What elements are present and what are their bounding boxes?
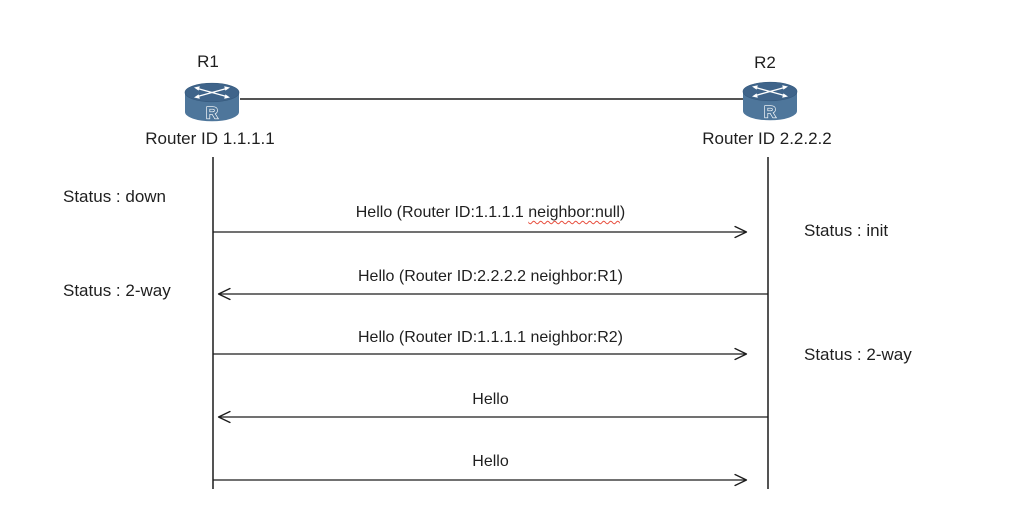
message-1-text-after: ) (619, 204, 626, 221)
message-arrow-3-right (213, 347, 748, 361)
r2-status-2way: Status : 2-way (804, 345, 912, 364)
message-label-1: Hello (Router ID:1.1.1.1 neighbor:null) (213, 202, 768, 224)
r1-status-down: Status : down (63, 187, 167, 206)
message-arrow-5-right (213, 473, 748, 487)
message-label-5: Hello (472, 453, 509, 470)
router2-id-caption: Router ID 2.2.2.2 (702, 129, 832, 148)
r2-status-init: Status : init (804, 221, 889, 240)
message-arrow-4-left (217, 410, 768, 424)
router-letter: R (206, 104, 218, 123)
message-1-text-before: Hello (Router ID:1.1.1.1 (355, 204, 529, 221)
router2-name: R2 (754, 53, 776, 72)
r1-status-2way: Status : 2-way (63, 281, 171, 300)
router1-icon: R (184, 82, 240, 123)
message-arrow-2-left (217, 287, 768, 301)
router2-icon: R (742, 81, 798, 122)
router-traffic-arrows-icon (194, 86, 230, 99)
router1-name: R1 (197, 52, 219, 71)
message-label-2: Hello (Router ID:2.2.2.2 neighbor:R1) (357, 268, 624, 285)
message-arrow-1-right (213, 225, 748, 239)
message-label-4: Hello (472, 391, 509, 408)
message-1-text-spellcheck-flagged: neighbor:null (528, 204, 620, 221)
router-traffic-arrows-icon (752, 85, 788, 98)
router1-id-caption: Router ID 1.1.1.1 (145, 129, 275, 148)
router-letter: R (764, 103, 776, 122)
message-label-3: Hello (Router ID:1.1.1.1 neighbor:R2) (357, 329, 624, 346)
